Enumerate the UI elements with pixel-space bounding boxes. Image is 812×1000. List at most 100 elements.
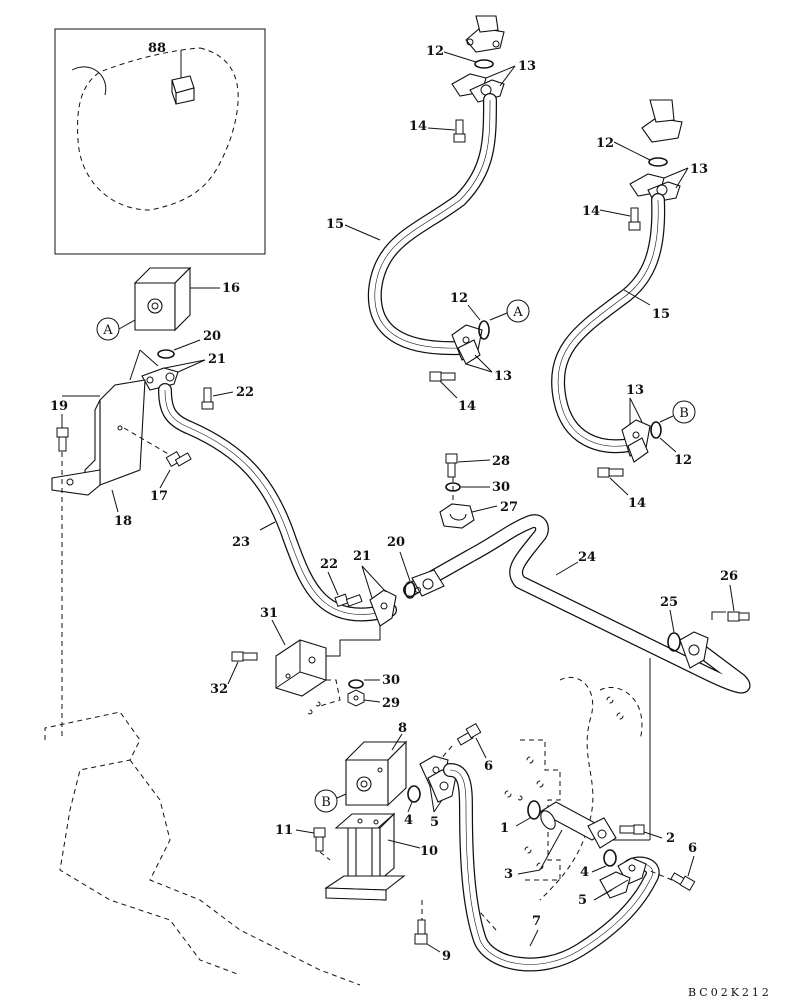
label-14-mid-a: 14 [458,399,476,414]
flange-connector-right [679,631,709,669]
label-24: 24 [578,550,596,565]
label-6-upper: 6 [484,759,493,774]
bolt-28 [445,453,458,478]
bolt-9 [414,919,428,945]
label-22-center: 22 [320,557,338,572]
inset-cable [71,66,107,96]
label-32: 32 [210,682,228,697]
o-ring-4-left [407,785,421,803]
label-15-right: 15 [652,307,670,322]
label-4-right: 4 [580,865,589,880]
o-ring-20-center [404,581,416,599]
label-30-top: 30 [492,480,510,495]
flange-adapter-top-b [641,99,683,143]
frame-outline-inner [129,759,361,986]
label-12-mid-a: 12 [450,291,468,306]
label-28: 28 [492,454,510,469]
callout-b-lower: B [314,789,347,813]
svg-text:A: A [512,305,523,320]
bolt-17 [165,450,192,468]
hose-7 [443,763,660,972]
label-13-mid-b: 13 [626,383,644,398]
svg-text:A: A [102,323,113,338]
hose-23 [158,383,397,622]
valve-bank-detail-marks [307,696,624,870]
label-19: 19 [50,399,68,414]
label-22-left: 22 [236,385,254,400]
label-16: 16 [222,281,240,296]
label-15-upper: 15 [326,217,344,232]
label-13-top-a: 13 [518,59,536,74]
hose-15-upper [367,93,497,356]
connector-tube-center [411,569,445,597]
bracket-31 [275,639,327,697]
callout-b-right: B [659,400,696,424]
o-ring-12-top-a [474,59,494,69]
inset-cab-outline [77,47,239,211]
bolt-2 [619,824,645,835]
split-flange-13-mid-b [621,419,651,463]
drawing-code: BC02K212 [688,986,772,999]
adapter-tube [538,801,617,849]
label-13-top-b: 13 [690,162,708,177]
nut-29 [347,689,365,707]
valve-bank-outline [520,739,561,881]
label-1: 1 [500,821,509,836]
label-5-left: 5 [430,815,439,830]
label-17: 17 [150,489,168,504]
label-25: 25 [660,595,678,610]
o-ring-12-mid-a [478,320,490,340]
label-10: 10 [420,844,438,859]
washer-30-lower [348,679,364,689]
bolt-19 [56,427,69,452]
bolt-6-upper [456,722,482,746]
frame-outline-right [539,676,594,901]
flange-adapter-top-a [465,15,505,53]
label-21-center: 21 [353,549,371,564]
label-14-top-a: 14 [409,119,427,134]
o-ring-12-mid-b [650,421,662,439]
label-4-left: 4 [404,813,413,828]
split-flange-21-center [369,589,397,627]
inset-detail-part-88: 88 [54,28,266,255]
label-12-top-b: 12 [596,136,614,151]
valve-block-16 [133,266,220,332]
label-14-top-b: 14 [582,204,600,219]
bolt-32 [231,651,258,662]
switch-88-icon [171,75,195,105]
label-2: 2 [666,831,675,846]
frame-outline-left [44,711,241,976]
label-23: 23 [232,535,250,550]
label-6-lower: 6 [688,841,697,856]
split-flange-5-left [419,755,457,803]
o-ring-20-left [157,349,175,359]
bracket-18 [51,379,146,496]
bolt-11 [313,827,326,852]
bolt-14-mid-a [429,371,456,382]
label-11: 11 [275,823,293,838]
label-12-mid-b: 12 [674,453,692,468]
label-7: 7 [532,914,541,929]
label-31: 31 [260,606,278,621]
valve-block-8 [344,740,408,807]
label-21-left: 21 [208,352,226,367]
split-flange-13-mid-a [451,324,483,365]
label-5-right: 5 [578,893,587,908]
svg-text:B: B [679,406,689,421]
label-13-mid-a: 13 [494,369,512,384]
label-14-mid-b: 14 [628,496,646,511]
label-9: 9 [442,949,451,964]
label-12-top-a: 12 [426,44,444,59]
label-88: 88 [148,41,166,56]
bolt-22-left [201,387,214,410]
bolt-14-top-a [453,119,466,143]
svg-text:B: B [321,795,331,810]
hose-15-right [551,193,666,454]
label-3: 3 [504,867,513,882]
callout-a-mid: A [489,299,530,323]
label-26: 26 [720,569,738,584]
o-ring-25 [667,632,681,652]
label-27: 27 [500,500,518,515]
inset-frame [54,28,266,255]
